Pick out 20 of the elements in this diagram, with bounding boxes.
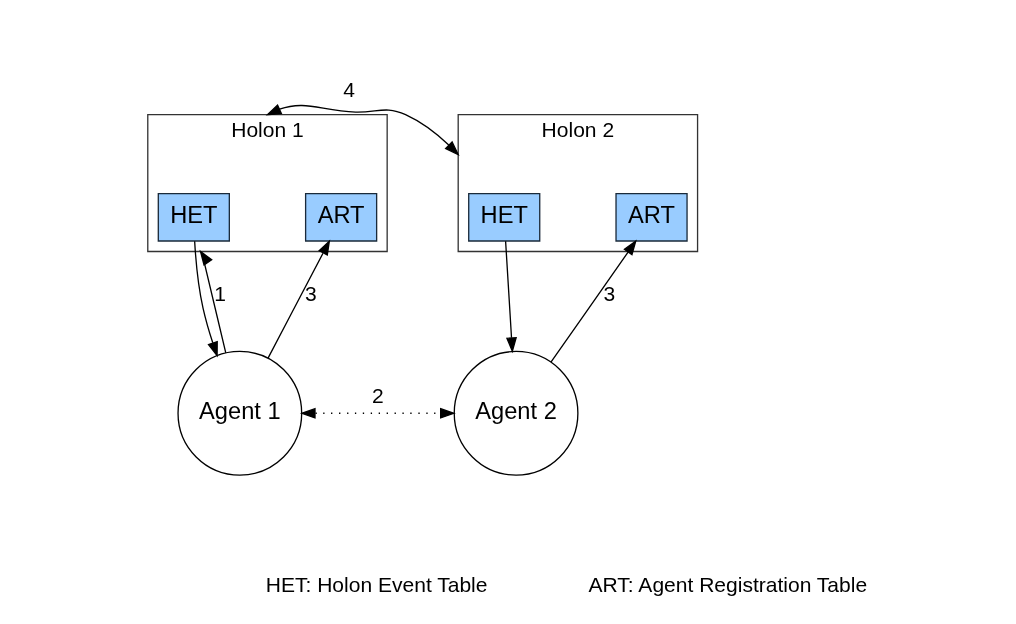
- arrow: [299, 407, 456, 419]
- node-box: HET: [157, 192, 230, 242]
- node-circle: Agent 1: [176, 350, 302, 476]
- arrow: [193, 240, 218, 358]
- label: HET: Holon Event Table: [265, 572, 488, 596]
- arrow: [265, 103, 460, 156]
- node-box: ART: [304, 192, 377, 242]
- edge-label: 3: [603, 282, 615, 306]
- edge-label: 1: [213, 282, 226, 306]
- edge-label: 4: [342, 78, 355, 102]
- arrow: [198, 249, 226, 354]
- arrow: [266, 239, 330, 359]
- node-box: ART: [614, 192, 688, 242]
- label: ART: Agent Registration Table: [588, 572, 867, 596]
- arrow: [549, 239, 637, 363]
- node-box: HET: [467, 192, 540, 242]
- edge-label: 2: [371, 383, 384, 407]
- node-circle: Agent 2: [453, 350, 579, 476]
- arrow: [504, 240, 517, 354]
- edge-label: 3: [304, 282, 317, 306]
